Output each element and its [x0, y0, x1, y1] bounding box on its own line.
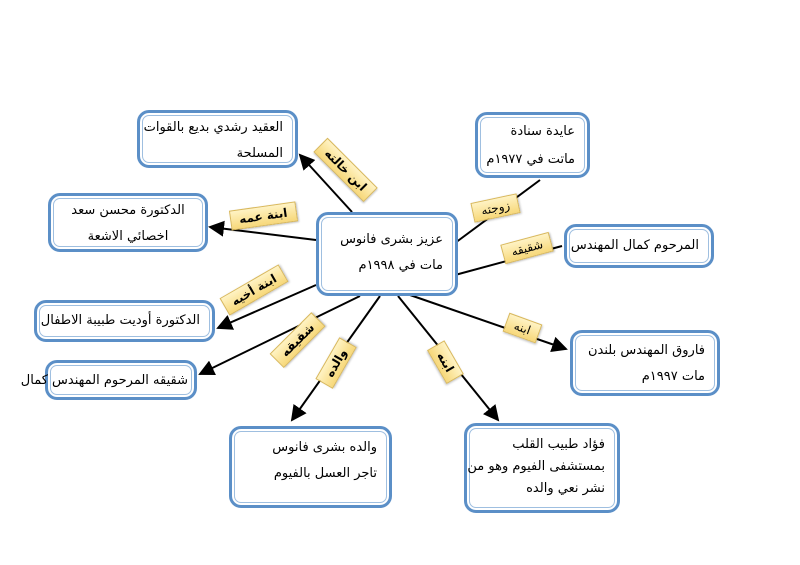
- connector-rushdi: [298, 153, 353, 213]
- connector-odette: [216, 284, 317, 330]
- center-death: مات في ١٩٩٨م: [358, 258, 443, 273]
- node-text: تاجر العسل بالفيوم: [273, 466, 377, 481]
- connector-brother-left: [198, 295, 361, 376]
- node-odette: الدكتورة أوديت طبيبة الاطفال: [34, 300, 215, 342]
- node-rushdi: العقيد رشدي بديع بالقوات المسلحة: [137, 110, 298, 168]
- node-text: الدكتورة محسن سعد: [71, 203, 185, 218]
- center-node: عزيز بشرى فانوس مات في ١٩٩٨م: [316, 212, 458, 296]
- node-mohsen: الدكتورة محسن سعد اخصائي الاشعة: [48, 193, 208, 252]
- node-text: عايدة سنادة: [510, 124, 575, 139]
- node-text: مات ١٩٩٧م: [641, 369, 705, 384]
- node-text: اخصائي الاشعة: [87, 229, 169, 244]
- connector-farouk: [409, 294, 568, 352]
- node-text: العقيد رشدي بديع بالقوات: [143, 120, 283, 135]
- connector-mohsen: [208, 220, 317, 241]
- center-name: عزيز بشرى فانوس: [340, 232, 443, 247]
- node-text: فؤاد طبيب القلب: [512, 437, 605, 452]
- node-text: ماتت في ١٩٧٧م: [486, 152, 575, 167]
- node-text: والده بشرى فانوس: [272, 440, 377, 455]
- node-text: المسلحة: [236, 146, 283, 161]
- node-farouk: فاروق المهندس بلندن مات ١٩٩٧م: [570, 330, 720, 396]
- node-kamal: المرحوم كمال المهندس: [564, 224, 714, 268]
- node-text: الدكتورة أوديت طبيبة الاطفال: [40, 313, 200, 328]
- node-fouad: فؤاد طبيب القلب بمستشفى الفيوم وهو من نش…: [464, 423, 620, 513]
- node-text: المرحوم كمال المهندس: [570, 238, 699, 253]
- node-text: شقيقه المرحوم المهندس كمال: [20, 373, 188, 388]
- node-text: بمستشفى الفيوم وهو من: [467, 459, 605, 474]
- node-father: والده بشرى فانوس تاجر العسل بالفيوم: [229, 426, 392, 508]
- node-text: فاروق المهندس بلندن: [588, 343, 705, 358]
- node-aida: عايدة سنادة ماتت في ١٩٧٧م: [475, 112, 590, 178]
- node-text: نشر نعي والده: [526, 481, 605, 496]
- node-brother-left: شقيقه المرحوم المهندس كمال: [20, 360, 197, 400]
